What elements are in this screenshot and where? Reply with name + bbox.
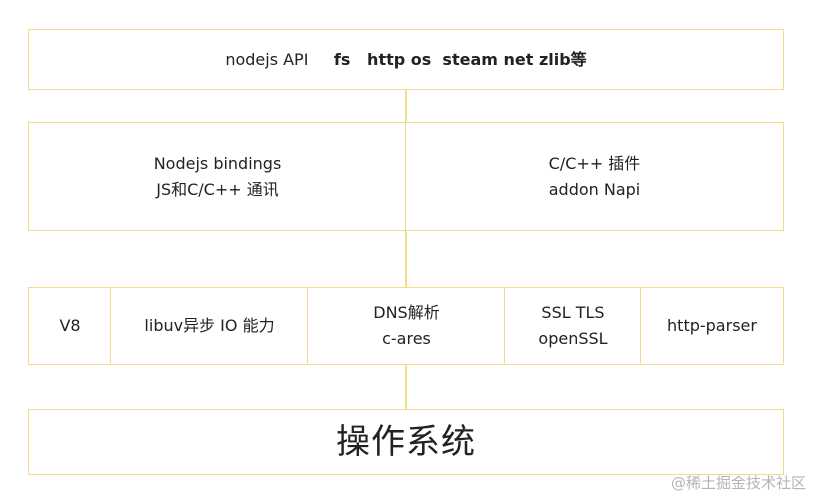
addon-title: C/C++ 插件 [548,153,641,173]
ssl-subtitle: openSSL [538,329,608,348]
dns-subtitle: c-ares [382,329,431,348]
ssl-title: SSL TLS [541,303,605,322]
nodejs-api-label: nodejs API [225,49,309,69]
bindings-subtitle: JS和C/C++ 通讯 [156,179,279,199]
operating-system-box: 操作系统 [28,409,784,475]
nodejs-api-modules: fs http os steam net zlib等 [333,49,587,69]
http-parser-label: http-parser [667,316,757,335]
libuv-label: libuv异步 IO 能力 [144,316,275,335]
nodejs-bindings-box: Nodejs bindings JS和C/C++ 通讯 [28,122,407,231]
addon-subtitle: addon Napi [548,179,641,199]
bindings-title: Nodejs bindings [153,153,282,173]
http-parser-box: http-parser [640,287,784,365]
addon-box: C/C++ 插件 addon Napi [405,122,784,231]
watermark: @稀土掘金技术社区 [670,474,806,492]
nodejs-api-line: nodejs API fs http os steam net zlib等 [225,47,586,73]
nodejs-api-box: nodejs API fs http os steam net zlib等 [28,29,784,90]
dns-box: DNS解析 c-ares [307,287,506,365]
connector-bindings-to-deps [405,230,407,288]
connector-api-to-bindings [405,89,407,123]
v8-box: V8 [28,287,112,365]
v8-label: V8 [59,316,81,335]
operating-system-label: 操作系统 [336,422,476,462]
libuv-box: libuv异步 IO 能力 [110,287,309,365]
dns-title: DNS解析 [373,303,440,322]
connector-deps-to-os [405,364,407,410]
ssl-box: SSL TLS openSSL [504,287,642,365]
